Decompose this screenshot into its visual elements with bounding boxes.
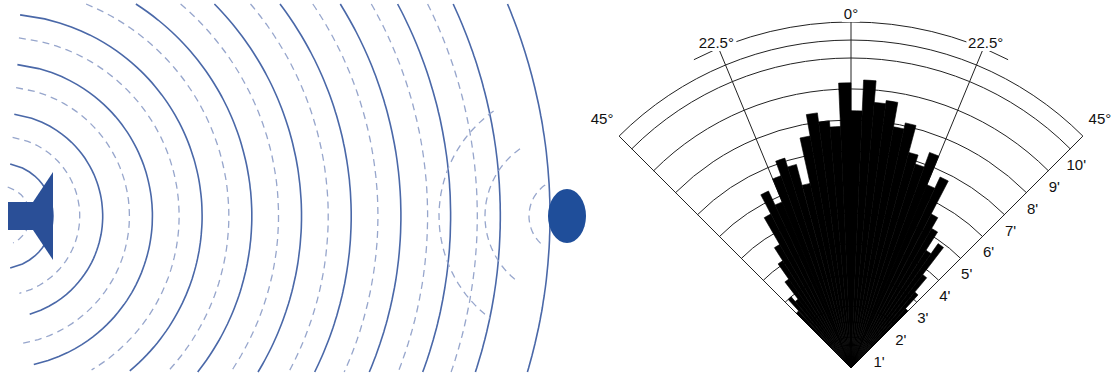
wave-front (17, 65, 152, 365)
wave-front (340, 4, 401, 372)
angle-label: 22.5° (966, 35, 1005, 51)
angle-label: 45° (589, 111, 616, 127)
wave-front (136, 4, 252, 372)
target-object (548, 189, 586, 243)
histogram-bar (851, 244, 944, 368)
wave-front (280, 4, 351, 372)
reflected-wave (485, 149, 520, 282)
range-label: 8' (1025, 201, 1040, 217)
wave-trough (371, 4, 427, 372)
speaker-body (8, 202, 33, 230)
range-label: 5' (959, 266, 974, 282)
detection-histogram (761, 80, 949, 368)
angle-spoke (851, 48, 983, 368)
range-label: 7' (1003, 223, 1018, 239)
angle-label: 22.5° (697, 35, 736, 51)
reflected-wave (529, 185, 545, 246)
angle-label: 45° (1087, 111, 1114, 127)
wave-trough (428, 4, 478, 372)
wave-trough (181, 4, 279, 372)
wave-front (508, 4, 551, 372)
wave-trough (16, 88, 129, 344)
range-label: 4' (937, 288, 952, 304)
range-label: 2' (893, 332, 908, 348)
histogram-bar (851, 214, 938, 368)
polar-chart (619, 22, 1083, 368)
polar-grid (619, 22, 1083, 368)
speaker-cone (33, 172, 53, 260)
angle-spoke (719, 48, 851, 368)
range-label: 10' (1065, 157, 1089, 173)
wave-trough (251, 4, 329, 372)
histogram-bar (851, 152, 939, 368)
wave-front (453, 4, 500, 372)
histogram-bar (839, 83, 851, 368)
wave-trough (313, 4, 378, 372)
histogram-bar (851, 177, 948, 368)
histogram-bar (851, 228, 938, 368)
range-label: 6' (981, 244, 996, 260)
range-label: 9' (1047, 179, 1062, 195)
wave-front (398, 4, 451, 372)
wave-trough (86, 4, 229, 372)
angle-label: 0° (842, 6, 860, 22)
sound-waves (8, 4, 550, 372)
range-label: 3' (915, 310, 930, 326)
wave-trough (19, 38, 179, 370)
reflected-wave (439, 111, 494, 318)
range-label: 1' (871, 354, 886, 370)
